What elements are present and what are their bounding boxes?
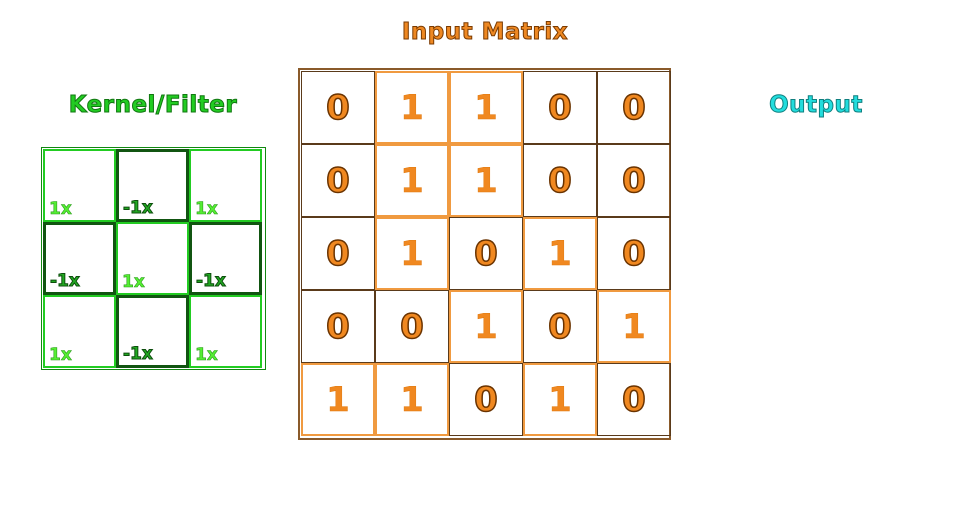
kernel-weight-label: -1x [196,271,227,292]
input-matrix-cell: 1 [301,363,375,436]
kernel-weight-label: -1x [123,344,154,365]
input-matrix-cell: 1 [449,71,523,144]
input-matrix-cell: 1 [449,290,523,363]
kernel-weight-label: 1x [195,199,218,220]
kernel-weight-label: 1x [49,345,72,366]
kernel-filter-title: Kernel/Filter [68,92,238,119]
input-matrix-cell: 0 [301,144,375,217]
kernel-grid: 1x -1x 1x -1x 1x -1x 1x -1x 1x [41,147,266,370]
kernel-weight-label: -1x [123,198,154,219]
input-matrix-cell: 1 [375,71,449,144]
input-matrix-cell: 0 [523,144,597,217]
input-matrix-cell: 1 [523,217,597,290]
input-matrix-cell: 1 [597,290,671,363]
kernel-cell: 1x [43,149,116,222]
kernel-cell: -1x [43,222,116,295]
kernel-cell: -1x [189,222,262,295]
input-matrix-cell: 1 [375,217,449,290]
kernel-cell: -1x [116,295,189,368]
kernel-weight-label: -1x [50,271,81,292]
kernel-cell: 1x [116,222,189,295]
input-matrix-cell: 0 [449,363,523,436]
kernel-weight-label: 1x [122,272,145,293]
input-matrix-cell: 1 [375,363,449,436]
input-matrix-cell: 1 [375,144,449,217]
kernel-cell: 1x [189,149,262,222]
input-matrix-title: Input Matrix [401,19,569,46]
input-matrix-cell: 0 [597,144,671,217]
input-matrix-cell: 0 [301,217,375,290]
input-matrix-cell: 0 [301,71,375,144]
input-matrix-cell: 0 [375,290,449,363]
input-matrix-cell: 0 [597,363,671,436]
kernel-weight-label: 1x [49,199,72,220]
input-matrix-cell: 0 [523,71,597,144]
input-matrix-cell: 1 [523,363,597,436]
input-matrix-cell: 0 [449,217,523,290]
kernel-cell: 1x [43,295,116,368]
input-matrix-cell: 0 [597,217,671,290]
input-matrix-cell: 0 [301,290,375,363]
kernel-cell: 1x [189,295,262,368]
input-matrix-cell: 0 [523,290,597,363]
input-matrix-cell: 1 [449,144,523,217]
kernel-weight-label: 1x [195,345,218,366]
input-matrix-cell: 0 [597,71,671,144]
kernel-cell: -1x [116,149,189,222]
output-title: Output [769,92,863,119]
